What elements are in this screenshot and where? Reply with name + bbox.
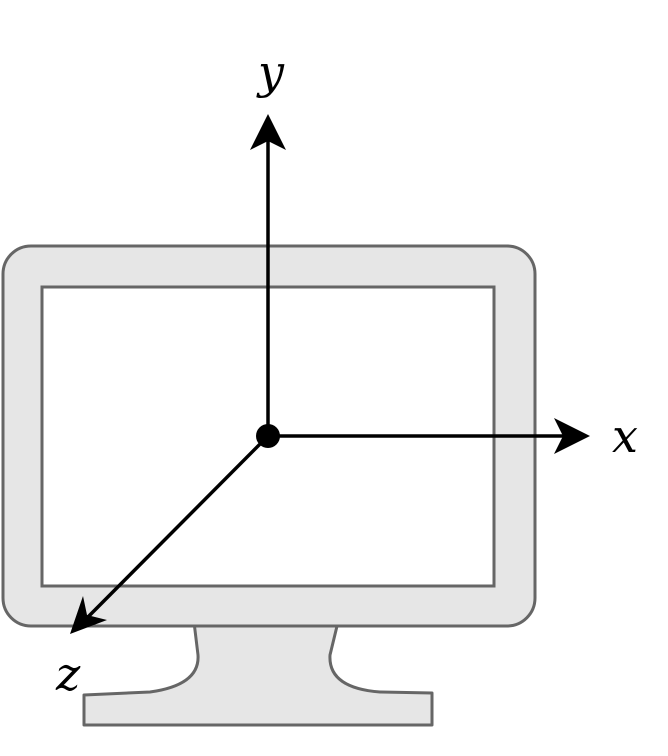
z-axis-label: z <box>55 647 81 701</box>
y-axis-label: y <box>256 45 285 99</box>
z-axis-arrow <box>77 434 270 628</box>
x-axis-label: x <box>612 409 638 463</box>
monitor-neck <box>82 620 434 727</box>
monitor-stand <box>82 620 434 727</box>
z-axis-arrowhead <box>70 596 107 634</box>
x-axis-arrowhead <box>554 418 590 454</box>
origin-point <box>256 424 280 448</box>
y-axis-arrowhead <box>250 114 286 150</box>
